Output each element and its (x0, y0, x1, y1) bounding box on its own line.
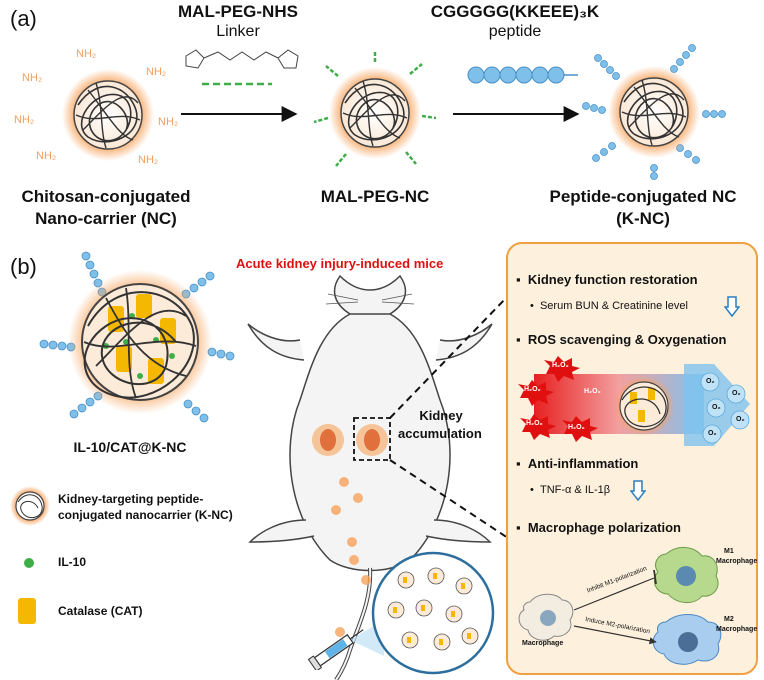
m2-label-line1: M2 (724, 616, 734, 623)
nc-caption-line2: Nano-carrier (NC) (35, 209, 177, 228)
mal-peg-nhs-structure-icon (185, 49, 299, 86)
kidney-bullet-text: Serum BUN & Creatinine level (539, 300, 688, 312)
m1-label-line1: M1 (724, 548, 734, 555)
mouse-title: Acute kidney injury-induced mice (236, 256, 444, 271)
mal-peg-nc-caption: MAL-PEG-NC (320, 187, 430, 206)
ros-text: ROS scavenging & Oxygenation (527, 332, 727, 347)
panel-a-label: (a) (10, 6, 37, 31)
inflammation-bullet-text: TNF-α & IL-1β (539, 484, 611, 496)
kidney-bullet: • Serum BUN & Creatinine level (530, 300, 688, 312)
kidney-function-text: Kidney function restoration (527, 272, 698, 287)
zoom-connector-lines (389, 295, 509, 539)
reaction-arrow-1 (181, 106, 298, 122)
m2-label-line2: Macrophage (716, 626, 758, 633)
anti-inflammation-text: Anti-inflammation (527, 456, 639, 471)
h2o2-label: H₂O₂ (524, 386, 541, 393)
linker-desc: Linker (216, 23, 260, 40)
peptide-name: CGGGGG(KKEEE)₃K (430, 2, 600, 21)
il10-cat-knc-label: IL-10/CAT@K-NC (73, 439, 187, 455)
m1-label-line2: Macrophage (716, 558, 758, 565)
peptide-chain-icon (467, 66, 578, 84)
kidney-function-heading: ▪ Kidney function restoration (516, 272, 698, 287)
chitosan-nanocarrier-graphic (62, 69, 154, 161)
decrease-arrow-icon (724, 296, 740, 318)
nh2-label: NH₂ (22, 72, 43, 84)
k-nc-legend-icon (10, 486, 50, 526)
ros-heading: ▪ ROS scavenging & Oxygenation (516, 332, 727, 347)
macrophage-label: Macrophage (522, 640, 564, 647)
il10-legend-icon (24, 558, 34, 568)
kidney-label-line2: accumulation (398, 426, 482, 441)
macrophage-heading: ▪ Macrophage polarization (516, 520, 681, 535)
o2-label: O₂ (712, 404, 721, 411)
k-nc-caption-line1: Peptide-conjugated NC (549, 187, 737, 206)
anti-inflammation-heading: ▪ Anti-inflammation (516, 456, 639, 471)
k-nc-graphic (582, 44, 726, 180)
o2-label: O₂ (732, 390, 741, 397)
h2o2-label: H₂O₂ (568, 424, 585, 431)
macrophage-polarization-graphic (518, 547, 722, 665)
linker-name: MAL-PEG-NHS (178, 2, 298, 21)
il10-cat-knc-graphic (39, 251, 235, 423)
o2-label: O₂ (736, 416, 745, 423)
o2-label: O₂ (708, 430, 717, 437)
h2o2-label: H₂O₂ (584, 388, 601, 395)
mouse-illustration (247, 274, 493, 680)
nh2-label: NH₂ (138, 154, 159, 166)
legend-knc-line1: Kidney-targeting peptide- (58, 492, 204, 506)
kidney-label-line1: Kidney (419, 408, 463, 423)
panel-b-label: (b) (10, 254, 37, 279)
legend-catalase: Catalase (CAT) (58, 604, 143, 618)
nh2-label: NH₂ (146, 66, 167, 78)
mal-peg-nc-graphic (313, 50, 437, 167)
peptide-desc: peptide (488, 23, 542, 40)
reaction-arrow-2 (453, 106, 580, 122)
h2o2-label: H₂O₂ (526, 420, 543, 427)
nh2-label: NH₂ (76, 48, 97, 60)
o2-label: O₂ (706, 378, 715, 385)
bloodstream-nanoparticles-zoom (371, 551, 495, 675)
h2o2-label: H₂O₂ (552, 362, 569, 369)
decrease-arrow-icon (630, 480, 646, 502)
nh2-label: NH₂ (36, 150, 57, 162)
nh2-label: NH₂ (158, 116, 179, 128)
ros-scavenging-graphic (518, 356, 750, 446)
k-nc-caption-line2: (K-NC) (616, 209, 670, 228)
catalase-legend-icon (18, 598, 36, 624)
legend-il10: IL-10 (58, 555, 87, 569)
inflammation-bullet: • TNF-α & IL-1β (530, 484, 611, 496)
legend-knc-line2: conjugated nanocarrier (K-NC) (58, 508, 233, 522)
nh2-label: NH₂ (14, 114, 35, 126)
nc-caption-line1: Chitosan-conjugated (21, 187, 191, 206)
macrophage-text: Macrophage polarization (527, 520, 681, 535)
